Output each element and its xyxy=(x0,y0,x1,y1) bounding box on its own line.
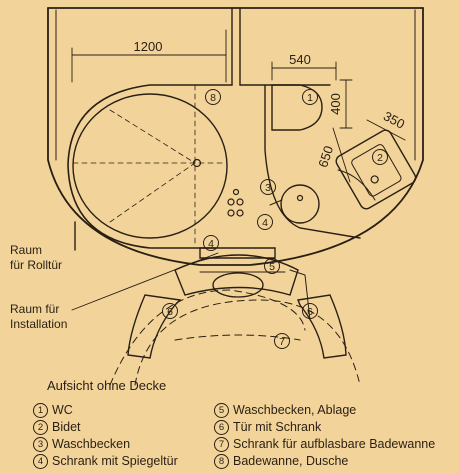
marker-4-upper: 4 xyxy=(257,214,273,230)
svg-text:7: 7 xyxy=(279,336,285,348)
svg-text:5: 5 xyxy=(269,261,275,273)
marker-6-left: 6 xyxy=(162,303,178,319)
marker-1: 1 xyxy=(302,89,318,105)
wc-bowl xyxy=(271,84,323,131)
label-raum-installation: Raum für Installation xyxy=(10,302,68,331)
tap-1 xyxy=(227,198,235,206)
door-6-left xyxy=(127,294,182,359)
marker-5: 5 xyxy=(264,258,280,274)
dim-650-line xyxy=(332,127,351,183)
leader-installation xyxy=(71,252,219,311)
dim-400: 400 xyxy=(328,93,343,115)
svg-text:4: 4 xyxy=(208,238,214,250)
door-6-right xyxy=(297,294,347,359)
bathtub-room-outline xyxy=(67,84,233,249)
marker-2: 2 xyxy=(372,149,388,165)
wash-basin-3 xyxy=(280,184,320,224)
svg-text:8: 8 xyxy=(210,92,216,104)
dim-540: 540 xyxy=(289,52,311,67)
svg-text:2: 2 xyxy=(377,152,383,164)
svg-text:1: 1 xyxy=(307,92,313,104)
marker-3: 3 xyxy=(260,179,276,195)
dim-1200: 1200 xyxy=(134,39,163,54)
sink-counter xyxy=(199,247,276,259)
marker-7: 7 xyxy=(274,333,290,349)
lower-cabinet-outline xyxy=(174,254,299,296)
dim-350: 350 xyxy=(381,108,407,131)
bathtub-guide-1 xyxy=(109,109,196,164)
caption-aufsicht: Aufsicht ohne Decke xyxy=(47,378,167,393)
marker-6-right: 6 xyxy=(302,303,318,319)
dim-350-line xyxy=(366,119,406,141)
wash-basin-5 xyxy=(212,272,264,298)
bathtub-guide-2 xyxy=(109,162,196,223)
svg-text:6: 6 xyxy=(167,306,173,318)
svg-text:6: 6 xyxy=(307,306,313,318)
svg-text:4: 4 xyxy=(262,217,268,229)
dim-650: 650 xyxy=(315,144,336,169)
bidet-fixture xyxy=(335,129,417,210)
tap-2 xyxy=(236,198,244,206)
tap-5 xyxy=(232,188,240,196)
tap-4 xyxy=(236,209,244,217)
marker-4-lower: 4 xyxy=(203,235,219,251)
door-swing-arc-right xyxy=(109,289,306,386)
tap-3 xyxy=(227,209,235,217)
svg-text:3: 3 xyxy=(265,182,271,194)
outer-shell xyxy=(47,7,424,266)
label-raum-rolltuer: Raum für Rolltür xyxy=(10,243,63,272)
marker-8: 8 xyxy=(205,89,221,105)
bathtub-oval xyxy=(72,93,228,239)
